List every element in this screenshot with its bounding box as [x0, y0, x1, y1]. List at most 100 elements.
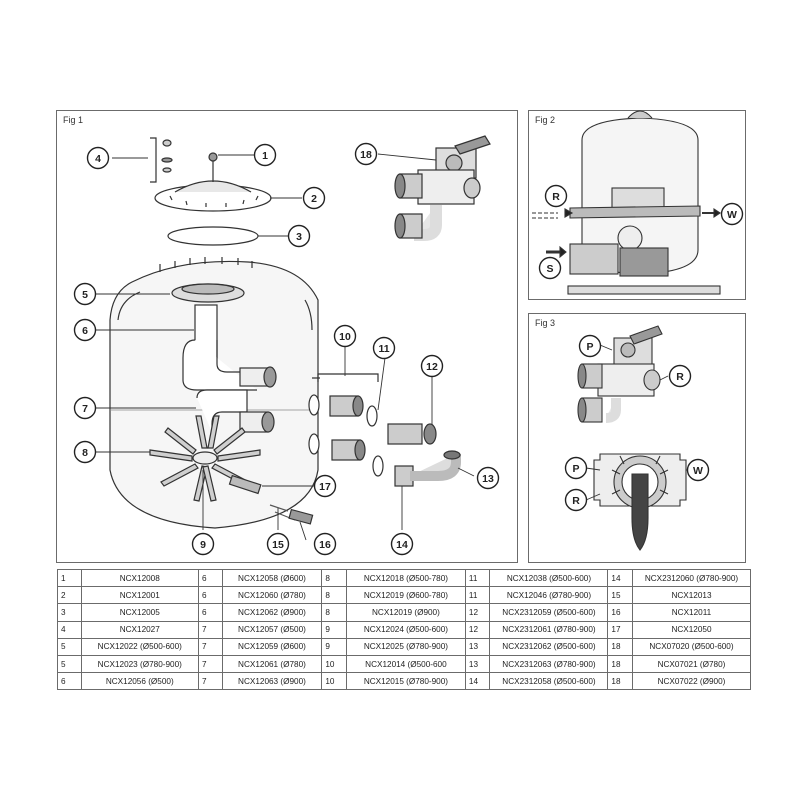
fig1-callout-2-circle — [302, 186, 326, 210]
part-code-cell: NCX12056 (Ø500) — [80, 672, 200, 691]
part-number-cell: 4 — [57, 620, 82, 639]
part-number-cell: 8 — [321, 586, 347, 605]
part-code-cell: NCX12057 (Ø500) — [221, 620, 323, 639]
fig2-callout-r: R — [552, 191, 560, 203]
part-code-cell: NCX12060 (Ø780) — [221, 586, 323, 605]
fig3-callout-r-top: R — [676, 371, 684, 383]
part-code-cell: NCX07020 (Ø500-600) — [631, 637, 752, 656]
fig1-callout-10: 10 — [339, 331, 351, 343]
underdrain-laterals — [149, 415, 261, 502]
part-code-cell: NCX12001 — [80, 586, 200, 605]
part-code-cell: NCX12008 — [80, 568, 200, 588]
part-number-cell: 7 — [198, 637, 223, 656]
fig1-callout-9: 9 — [200, 539, 206, 551]
part-code-cell: NCX12015 (Ø780-900) — [345, 672, 466, 691]
fig1-callout-3-circle — [287, 224, 311, 248]
part-number-cell: 9 — [321, 620, 347, 639]
fig1-callout-15: 15 — [272, 539, 284, 551]
fig2-label: Fig 2 — [535, 115, 556, 125]
part-number-cell: 10 — [321, 672, 347, 691]
tank-inner-wall — [117, 291, 313, 331]
part-number-cell: 11 — [464, 568, 491, 588]
fig3-valve-side — [577, 325, 663, 423]
fig1-callout-10-circle — [333, 324, 357, 348]
part-number-cell: 7 — [198, 672, 223, 691]
part-number-cell: 13 — [464, 637, 491, 656]
part-code-cell: NCX12013 — [631, 586, 752, 605]
part-code-cell: NCX12058 (Ø600) — [221, 568, 323, 588]
part-number-cell: 6 — [198, 586, 223, 605]
part-number-cell: 18 — [607, 672, 633, 691]
part-code-cell: NCX07021 (Ø780) — [631, 654, 752, 674]
fig3-callout-w-bottom-circle — [686, 458, 710, 482]
fig1-callout-18-circle — [354, 142, 378, 166]
fig1-callout-15-circle — [266, 532, 290, 556]
fig3-callout-r-top-circle — [668, 364, 692, 388]
part-number-cell: 6 — [198, 603, 223, 622]
part-code-cell: NCX12019 (Ø900) — [345, 603, 466, 622]
fig3-label: Fig 3 — [535, 318, 556, 328]
fig3-callout-w-bottom: W — [693, 465, 703, 477]
part-number-cell: 18 — [607, 654, 633, 674]
fig1-callout-14: 14 — [396, 539, 408, 551]
part-code-cell: NCX12014 (Ø500-600 — [345, 654, 466, 674]
part-code-cell: NCX2312062 (Ø500-600) — [489, 637, 609, 656]
fig1-callout-4: 4 — [95, 153, 101, 165]
fig1-callout-8: 8 — [82, 447, 88, 459]
fig1-callout-5-circle — [73, 282, 97, 306]
part-code-cell: NCX12062 (Ø900) — [221, 603, 323, 622]
part-number-cell: 7 — [198, 620, 223, 639]
fig1-callout-18: 18 — [360, 149, 372, 161]
part-code-cell: NCX12063 (Ø900) — [221, 672, 323, 691]
part-number-cell: 5 — [57, 654, 82, 674]
part-number-cell: 12 — [464, 603, 491, 622]
part-code-cell: NCX12023 (Ø780-900) — [80, 654, 200, 674]
part-number-cell: 3 — [57, 603, 82, 622]
fig1-callout-17: 17 — [319, 481, 331, 493]
part-code-cell: NCX2312063 (Ø780-900) — [489, 654, 609, 674]
fig1-callout-7: 7 — [82, 403, 88, 415]
part-number-cell: 2 — [57, 586, 82, 605]
fig1-callout-1-circle — [253, 143, 277, 167]
part-code-cell: NCX2312061 (Ø780-900) — [489, 620, 609, 639]
part-code-cell: NCX12050 — [631, 620, 752, 639]
fig3-callout-r-bottom: R — [572, 495, 580, 507]
fig1-callout-2: 2 — [311, 193, 317, 205]
fig3-callout-r-bottom-circle — [564, 488, 588, 512]
part-code-cell: NCX12011 — [631, 603, 752, 622]
part-number-cell: 6 — [198, 568, 223, 588]
part-number-cell: 1 — [57, 568, 82, 588]
fig3-callout-p-bottom-circle — [564, 456, 588, 480]
part-code-cell: NCX12027 — [80, 620, 200, 639]
part-code-cell: NCX2312059 (Ø500-600) — [489, 603, 609, 622]
part-number-cell: 9 — [321, 637, 347, 656]
fig3-callout-p-bottom: P — [572, 463, 579, 475]
fig2-callout-r-circle — [544, 184, 568, 208]
part-code-cell: NCX12059 (Ø600) — [221, 637, 323, 656]
fig1-callout-16: 16 — [319, 539, 331, 551]
part-number-cell: 6 — [57, 672, 82, 691]
part-code-cell: NCX12061 (Ø780) — [221, 654, 323, 674]
part-number-cell: 7 — [198, 654, 223, 674]
fig1-callout-9-circle — [191, 532, 215, 556]
part-number-cell: 14 — [464, 672, 491, 691]
fig2-callout-s: S — [546, 263, 553, 275]
fig1-callout-12-circle — [420, 354, 444, 378]
fig1-callout-6: 6 — [82, 325, 88, 337]
fig1-callout-11: 11 — [378, 343, 389, 355]
part-code-cell: NCX12046 (Ø780-900) — [489, 586, 609, 605]
fig2-callout-w-circle — [720, 202, 744, 226]
part-number-cell: 8 — [321, 603, 347, 622]
part-number-cell: 11 — [464, 586, 491, 605]
part-code-cell: NCX12018 (Ø500-780) — [345, 568, 466, 588]
part-code-cell: NCX07022 (Ø900) — [631, 672, 752, 691]
part-code-cell: NCX12005 — [80, 603, 200, 622]
fig2-pump — [569, 243, 619, 275]
